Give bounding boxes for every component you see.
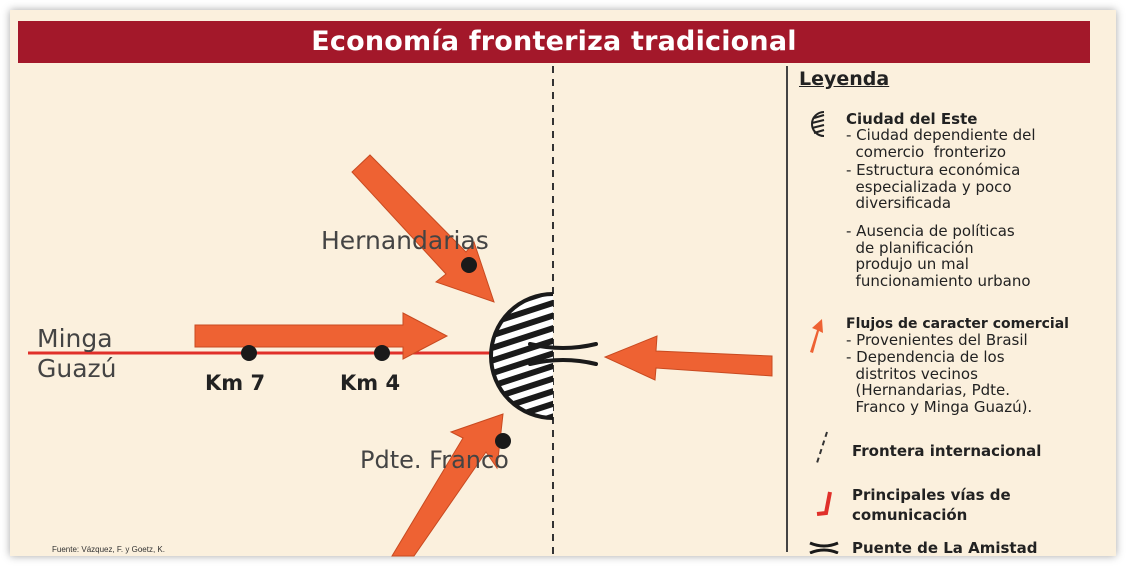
- bridge-icon: [809, 541, 839, 554]
- road-icon: [816, 491, 832, 516]
- km7-dot: [241, 345, 257, 361]
- ciudad-del-este-symbol: [489, 292, 554, 420]
- source-credit: Fuente: Vázquez, F. y Goetz, K.: [52, 545, 165, 554]
- hernandarias-label: Hernandarias: [321, 226, 489, 255]
- legend-ciudad-item-3: - Ausencia de políticas de planificación…: [846, 222, 1031, 290]
- flow-arrow-northwest: [351, 154, 495, 303]
- flow-arrow-icon: [810, 319, 823, 353]
- legend-ciudad-item-1: - Ciudad dependiente del comercio fronte…: [846, 126, 1036, 161]
- map-frame: [10, 10, 1116, 556]
- hernandarias-dot: [461, 257, 477, 273]
- legend-puente: Puente de La Amistad: [852, 539, 1038, 557]
- km4-dot: [374, 345, 390, 361]
- ciudad-half-circle-icon: [811, 111, 825, 137]
- legend-vias: Principales vías de comunicación: [852, 486, 1011, 524]
- page-title: Economía fronteriza tradicional: [18, 21, 1090, 63]
- minga-label-line2: Guazú: [37, 354, 117, 383]
- km7-label: Km 7: [205, 371, 265, 395]
- legend-ciudad-heading: Ciudad del Este: [846, 110, 978, 128]
- legend-title: Leyenda: [799, 68, 890, 90]
- flow-arrow-west: [194, 312, 449, 360]
- legend-flujos-item-2: - Dependencia de los distritos vecinos (…: [846, 348, 1033, 416]
- pdte-franco-label: Pdte. Franco: [360, 446, 509, 474]
- legend-flujos-item-1: - Provenientes del Brasil: [846, 331, 1028, 349]
- km4-label: Km 4: [340, 371, 400, 395]
- flow-arrow-southwest: [391, 413, 504, 557]
- legend-panel: Leyenda Ciudad del Este - Ciudad dependi…: [786, 66, 1108, 557]
- border-dash-icon: [815, 431, 828, 467]
- legend-ciudad-item-2: - Estructura económica especializada y p…: [846, 161, 1021, 212]
- bridge-symbol: [528, 342, 598, 366]
- pdte-franco-dot: [495, 433, 511, 449]
- legend-flujos-heading: Flujos de caracter comercial: [846, 316, 1069, 332]
- flow-arrow-east: [603, 335, 773, 381]
- legend-frontera: Frontera internacional: [852, 442, 1042, 460]
- minga-label-line1: Minga: [37, 324, 113, 353]
